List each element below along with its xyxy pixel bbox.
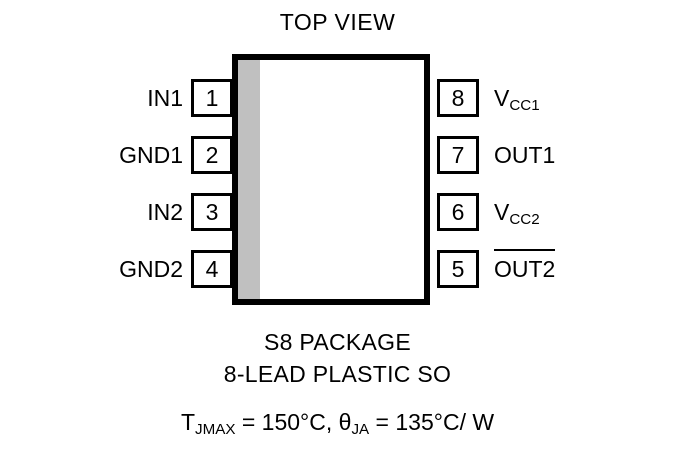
thermal-spec: TJMAX = 150°C, θJA = 135°C/ W (0, 409, 675, 439)
theta-ja-subscript: JA (351, 421, 370, 439)
pin-label-vcc2-base: V (494, 199, 510, 225)
tjmax-value: = 150°C, (235, 409, 339, 435)
pin-box-5: 5 (437, 250, 479, 288)
pin-label-vcc1-base: V (494, 85, 510, 111)
pin-box-7: 7 (437, 136, 479, 174)
pin-label-gnd1: GND1 (119, 142, 183, 168)
pin-label-vcc1: VCC1 (494, 79, 675, 121)
package-pin1-marker-bar (238, 60, 260, 299)
pin-label-gnd2: GND2 (119, 256, 183, 282)
pin-label-vcc1-subscript: CC1 (509, 97, 540, 115)
pin-label-out1-base: OUT1 (494, 142, 556, 168)
pin-label-in1: IN1 (147, 85, 183, 111)
pin-box-4: 4 (191, 250, 233, 288)
package-caption-line1: S8 PACKAGE (263, 329, 412, 355)
pin-box-1: 1 (191, 79, 233, 117)
pin-label-in2: IN2 (147, 199, 183, 225)
pin-box-6: 6 (437, 193, 479, 231)
pin-label-out2-inverted: OUT2 (494, 249, 675, 288)
theta-ja-value: = 135°C/ W (369, 409, 495, 435)
theta-ja-symbol: θ (338, 409, 352, 435)
pin-label-out1: OUT1 (494, 136, 675, 174)
package-body-outline (232, 54, 430, 305)
tjmax-symbol: T (180, 409, 195, 435)
pin-box-2: 2 (191, 136, 233, 174)
pin-box-3: 3 (191, 193, 233, 231)
pin-label-vcc2: VCC2 (494, 193, 675, 235)
pin-label-out2-base: OUT2 (494, 249, 556, 288)
package-caption-line2: 8-LEAD PLASTIC SO (223, 361, 452, 387)
pin-label-vcc2-subscript: CC2 (509, 211, 540, 229)
tjmax-subscript: JMAX (195, 421, 236, 439)
page-title: TOP VIEW (279, 9, 396, 35)
pin-box-8: 8 (437, 79, 479, 117)
